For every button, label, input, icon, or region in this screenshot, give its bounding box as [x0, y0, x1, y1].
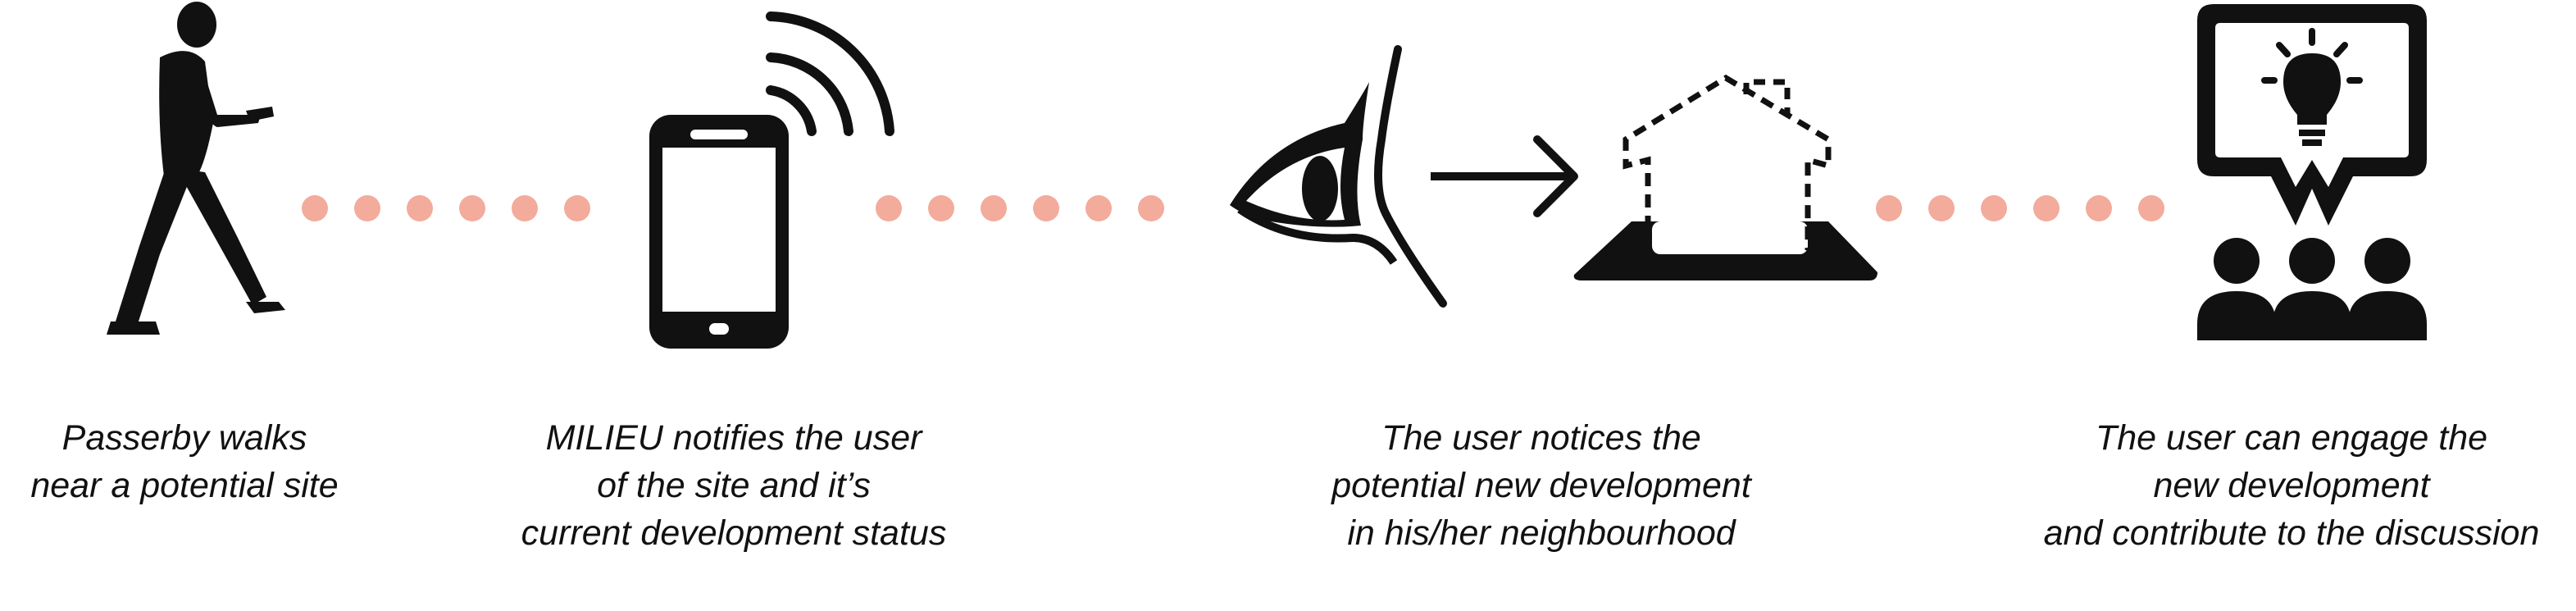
smartphone-signal-icon: [649, 11, 894, 349]
caption-line: and contribute to the discussion: [2043, 513, 2540, 553]
connector-dot: [2086, 195, 2112, 221]
community-idea-icon: [2197, 4, 2427, 340]
connector-dot: [1876, 195, 1902, 221]
connector-dot: [1138, 195, 1164, 221]
caption-line: in his/her neighbourhood: [1347, 513, 1736, 553]
caption-line: The user can engage the: [2095, 418, 2488, 458]
caption-line: current development status: [521, 513, 947, 553]
connector-dot: [928, 195, 954, 221]
connector-dot: [1981, 195, 2007, 221]
connector-dot: [459, 195, 485, 221]
connector-dot: [407, 195, 433, 221]
step-caption-walk: Passerby walks near a potential site: [0, 414, 369, 509]
caption-line: near a potential site: [30, 466, 339, 505]
caption-line: new development: [2153, 466, 2430, 505]
caption-line: of the site and it’s: [597, 466, 871, 505]
connector-dot: [981, 195, 1007, 221]
eye-notices-house-icon: [1230, 45, 1877, 308]
connector-dot: [2033, 195, 2059, 221]
connector-dot: [302, 195, 328, 221]
connector-dot: [876, 195, 902, 221]
dotted-connector: [1876, 195, 2191, 221]
connector-dot: [564, 195, 590, 221]
caption-line: MILIEU notifies the user: [545, 418, 922, 458]
caption-line: Passerby walks: [61, 418, 307, 458]
caption-line: potential new development: [1331, 466, 1751, 505]
walking-person-icon: [107, 2, 285, 335]
connector-dot: [1033, 195, 1059, 221]
dotted-connector: [876, 195, 1190, 221]
step-caption-notify: MILIEU notifies the user of the site and…: [517, 414, 951, 557]
connector-dot: [2138, 195, 2164, 221]
connector-dot: [512, 195, 538, 221]
step-caption-engage: The user can engage the new development …: [2009, 414, 2574, 557]
step-caption-notice: The user notices the potential new devel…: [1312, 414, 1771, 557]
connector-dot: [354, 195, 380, 221]
caption-line: The user notices the: [1381, 418, 1701, 458]
connector-dot: [1928, 195, 1955, 221]
connector-dot: [1085, 195, 1112, 221]
dotted-connector: [302, 195, 617, 221]
